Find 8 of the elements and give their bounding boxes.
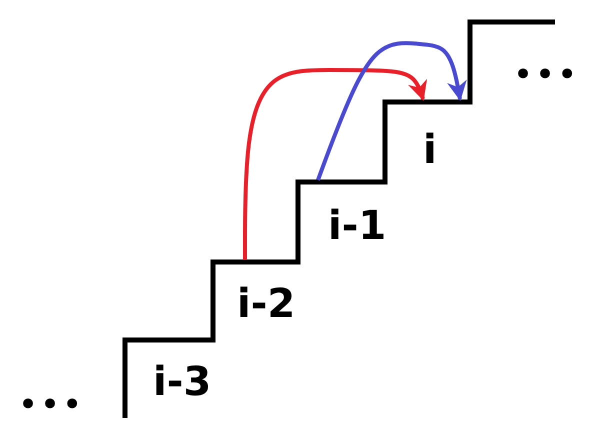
- step-label: i-1: [328, 204, 386, 248]
- ellipsis-dots: •••: [18, 385, 84, 425]
- curved-arrow: [316, 41, 467, 181]
- step-label: i: [423, 128, 437, 172]
- step-label: i-3: [153, 360, 212, 404]
- ellipsis-dots: •••: [513, 55, 580, 95]
- curved-arrow: [243, 68, 428, 260]
- step-label: i-2: [237, 282, 296, 326]
